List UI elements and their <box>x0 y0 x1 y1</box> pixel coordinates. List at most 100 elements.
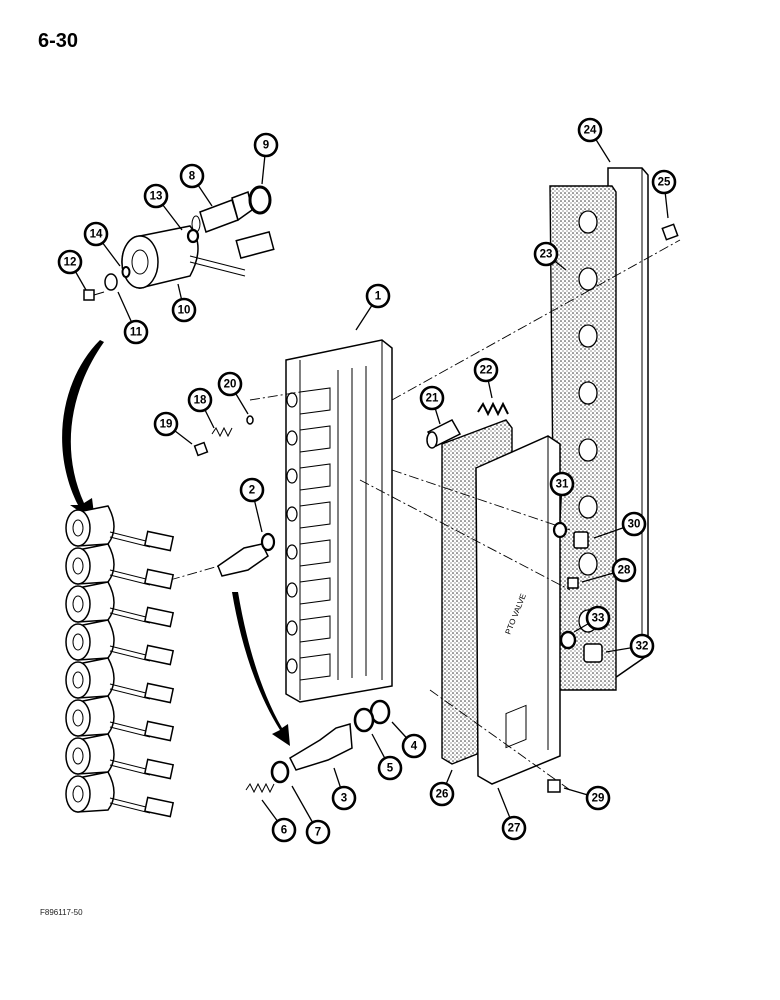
callout-label-2: 2 <box>249 485 255 497</box>
callout-label-20: 20 <box>224 379 237 391</box>
callout-6: 6 <box>271 817 297 843</box>
callout-7: 7 <box>305 819 331 845</box>
plug-32 <box>583 643 603 663</box>
callout-label-5: 5 <box>387 763 394 775</box>
callout-label-11: 11 <box>130 327 143 339</box>
o-ring-14 <box>121 266 131 278</box>
callout-23: 23 <box>533 241 559 267</box>
plug-30 <box>573 531 589 549</box>
callout-10: 10 <box>171 297 197 323</box>
callout-label-23: 23 <box>540 249 553 261</box>
callout-13: 13 <box>143 183 169 209</box>
callout-label-21: 21 <box>426 393 439 405</box>
callout-28: 28 <box>611 557 637 583</box>
figure-code: F896117-50 <box>40 908 83 917</box>
callout-3: 3 <box>331 785 357 811</box>
callout-label-6: 6 <box>281 825 287 837</box>
valve-spool-2 <box>217 532 276 577</box>
solenoid-arrow-upper <box>62 340 104 522</box>
o-ring-33 <box>559 630 577 650</box>
callout-label-22: 22 <box>480 365 493 377</box>
callout-2: 2 <box>239 477 265 503</box>
callout-32: 32 <box>629 633 655 659</box>
callout-14: 14 <box>83 221 109 247</box>
stack-solenoid <box>65 657 175 704</box>
o-ring-20 <box>246 415 254 425</box>
callout-label-29: 29 <box>592 793 605 805</box>
callout-label-7: 7 <box>315 827 321 839</box>
callout-22: 22 <box>473 357 499 383</box>
stack-solenoid <box>65 543 175 590</box>
callout-31: 31 <box>549 471 575 497</box>
callout-label-8: 8 <box>189 171 196 183</box>
callout-8: 8 <box>179 163 205 189</box>
callout-label-9: 9 <box>263 140 269 152</box>
callout-30: 30 <box>621 511 647 537</box>
callout-label-30: 30 <box>628 519 641 531</box>
stack-solenoid <box>65 619 175 666</box>
callout-label-10: 10 <box>178 305 191 317</box>
spool-21 <box>426 419 462 449</box>
stack-solenoid <box>65 581 175 628</box>
callout-label-32: 32 <box>636 641 649 653</box>
stack-solenoid <box>65 505 175 552</box>
callout-11: 11 <box>123 319 149 345</box>
o-ring-13 <box>186 228 200 244</box>
callout-label-31: 31 <box>556 479 569 491</box>
callout-20: 20 <box>217 371 243 397</box>
solenoid-arrow-lower <box>232 592 290 746</box>
callout-label-12: 12 <box>64 257 77 269</box>
o-ring-31 <box>552 521 568 539</box>
callout-label-13: 13 <box>150 191 163 203</box>
bolt-25 <box>661 223 679 241</box>
callout-27: 27 <box>501 815 527 841</box>
cover-plate-27: PTO VALVE <box>475 435 561 785</box>
bolt-28 <box>567 577 579 589</box>
callout-label-24: 24 <box>584 125 597 137</box>
spring-6 <box>245 782 275 794</box>
callout-33: 33 <box>585 605 611 631</box>
callout-12: 12 <box>57 249 83 275</box>
callout-label-3: 3 <box>341 793 347 805</box>
callout-9: 9 <box>253 132 279 158</box>
pressure-switch-8 <box>191 190 253 233</box>
callout-4: 4 <box>401 733 427 759</box>
washer-11 <box>104 273 118 291</box>
bolt-29 <box>547 779 561 793</box>
bolt-12 <box>83 289 105 301</box>
solenoid-assembly-10 <box>121 225 275 289</box>
plug-19 <box>193 441 209 457</box>
callout-19: 19 <box>153 411 179 437</box>
o-ring-7 <box>270 760 290 784</box>
valve-3 <box>289 723 353 771</box>
callout-25: 25 <box>651 169 677 195</box>
callout-label-14: 14 <box>90 229 103 241</box>
solenoid-stack <box>65 505 175 818</box>
stack-solenoid <box>65 733 175 780</box>
callout-29: 29 <box>585 785 611 811</box>
callout-label-26: 26 <box>436 789 449 801</box>
stack-solenoid <box>65 695 175 742</box>
callout-label-4: 4 <box>411 741 418 753</box>
page-number: 6-30 <box>38 30 79 52</box>
callout-26: 26 <box>429 781 455 807</box>
callout-label-19: 19 <box>160 419 173 431</box>
callout-label-27: 27 <box>508 823 521 835</box>
o-ring-9 <box>248 185 272 215</box>
callout-24: 24 <box>577 117 603 143</box>
callout-5: 5 <box>377 755 403 781</box>
callout-1: 1 <box>365 283 391 309</box>
valve-body-1 <box>285 339 393 703</box>
callout-18: 18 <box>187 387 213 413</box>
callout-21: 21 <box>419 385 445 411</box>
rear-gasket-23 <box>549 185 617 691</box>
callout-label-28: 28 <box>618 565 631 577</box>
stack-solenoid <box>65 771 175 818</box>
spring-22 <box>477 401 509 417</box>
callout-label-33: 33 <box>592 613 605 625</box>
spring-18 <box>211 426 233 438</box>
callout-label-18: 18 <box>194 395 207 407</box>
o-ring-5 <box>353 707 375 733</box>
